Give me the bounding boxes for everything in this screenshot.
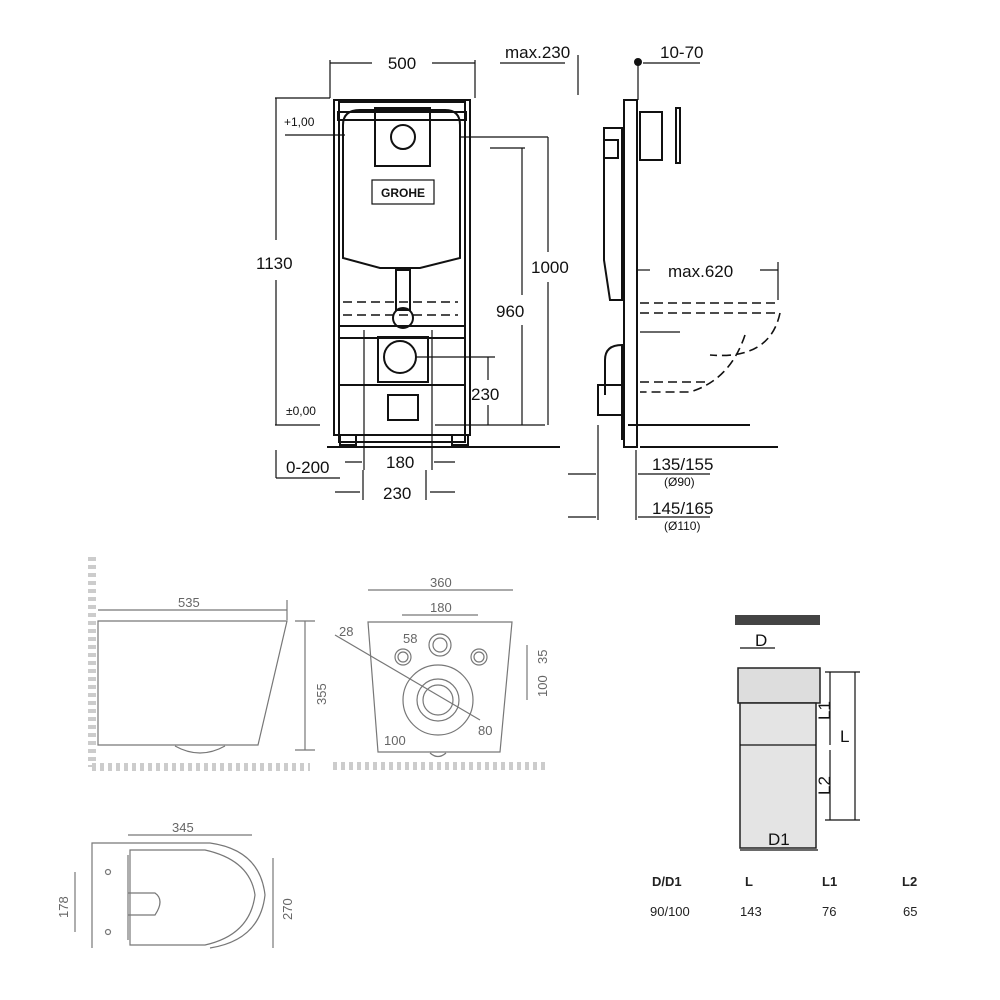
dim-height-total: 1130 xyxy=(256,254,293,273)
dim-floor-adjust: 0-200 xyxy=(286,458,329,477)
table-cell: 143 xyxy=(740,904,762,919)
dim-outlet-outer: 100 xyxy=(384,733,406,748)
label-D1: D1 xyxy=(768,830,790,849)
table-cell: 76 xyxy=(822,904,836,919)
dim-drain-90: 135/155 xyxy=(652,455,713,474)
dim-panel-offset: 10-70 xyxy=(660,43,703,62)
table-cell: 65 xyxy=(903,904,917,919)
label-L1: L1 xyxy=(815,701,834,720)
dim-drain-110: 145/165 xyxy=(652,499,713,518)
dim-width: 500 xyxy=(388,54,416,73)
grohe-logo: GROHE xyxy=(381,186,425,200)
dim-drain-110-dia: (Ø110) xyxy=(664,519,700,533)
dim-max-230: max.230 xyxy=(505,43,570,62)
dim-bowl-height: 355 xyxy=(314,683,329,705)
dim-bolt-180: 180 xyxy=(386,453,414,472)
level-zero: ±0,00 xyxy=(286,404,316,418)
dim-max-620: max.620 xyxy=(668,262,733,281)
dim-top-bolt-spacing: 178 xyxy=(56,896,71,918)
dim-back-bolt-spacing: 180 xyxy=(430,600,452,615)
dim-inlet: 58 xyxy=(403,631,417,646)
label-D: D xyxy=(755,631,767,650)
bowl-top-view: 345 178 270 xyxy=(56,820,295,949)
bowl-back-view: 360 180 28 58 35 100 100 80 xyxy=(333,575,550,770)
table-header: L2 xyxy=(902,874,917,889)
dim-outlet-inner: 80 xyxy=(478,723,492,738)
dim-230-height: 230 xyxy=(471,385,499,404)
table-header: L1 xyxy=(822,874,837,889)
frame-front-view: GROHE 500 1130 +1,00 ±0,00 1000 960 230 xyxy=(256,54,569,503)
table-cell: 90/100 xyxy=(650,904,690,919)
dim-drain-90-dia: (Ø90) xyxy=(664,475,695,489)
label-L2: L2 xyxy=(815,776,834,795)
dim-bolt-hole: 28 xyxy=(339,624,353,639)
connector-pipe: D L L1 L2 D1 xyxy=(735,615,860,851)
table-header: D/D1 xyxy=(652,874,682,889)
dim-960: 960 xyxy=(496,302,524,321)
dim-top-width: 270 xyxy=(280,898,295,920)
frame-side-view: max.230 10-70 max.620 135/155 (Ø90) 145/… xyxy=(500,43,781,533)
connector-spec-table: D/D1 L L1 L2 90/100 143 76 65 xyxy=(650,874,917,919)
dim-1000: 1000 xyxy=(531,258,569,277)
dim-bowl-length: 535 xyxy=(178,595,200,610)
dim-offset-100: 100 xyxy=(535,675,550,697)
label-L: L xyxy=(840,727,849,746)
level-top: +1,00 xyxy=(284,115,315,129)
bowl-side-view: 535 355 xyxy=(88,557,329,771)
dim-offset-35: 35 xyxy=(535,650,550,664)
table-header: L xyxy=(745,874,753,889)
dim-bolt-230: 230 xyxy=(383,484,411,503)
dim-back-width: 360 xyxy=(430,575,452,590)
dim-top-length: 345 xyxy=(172,820,194,835)
